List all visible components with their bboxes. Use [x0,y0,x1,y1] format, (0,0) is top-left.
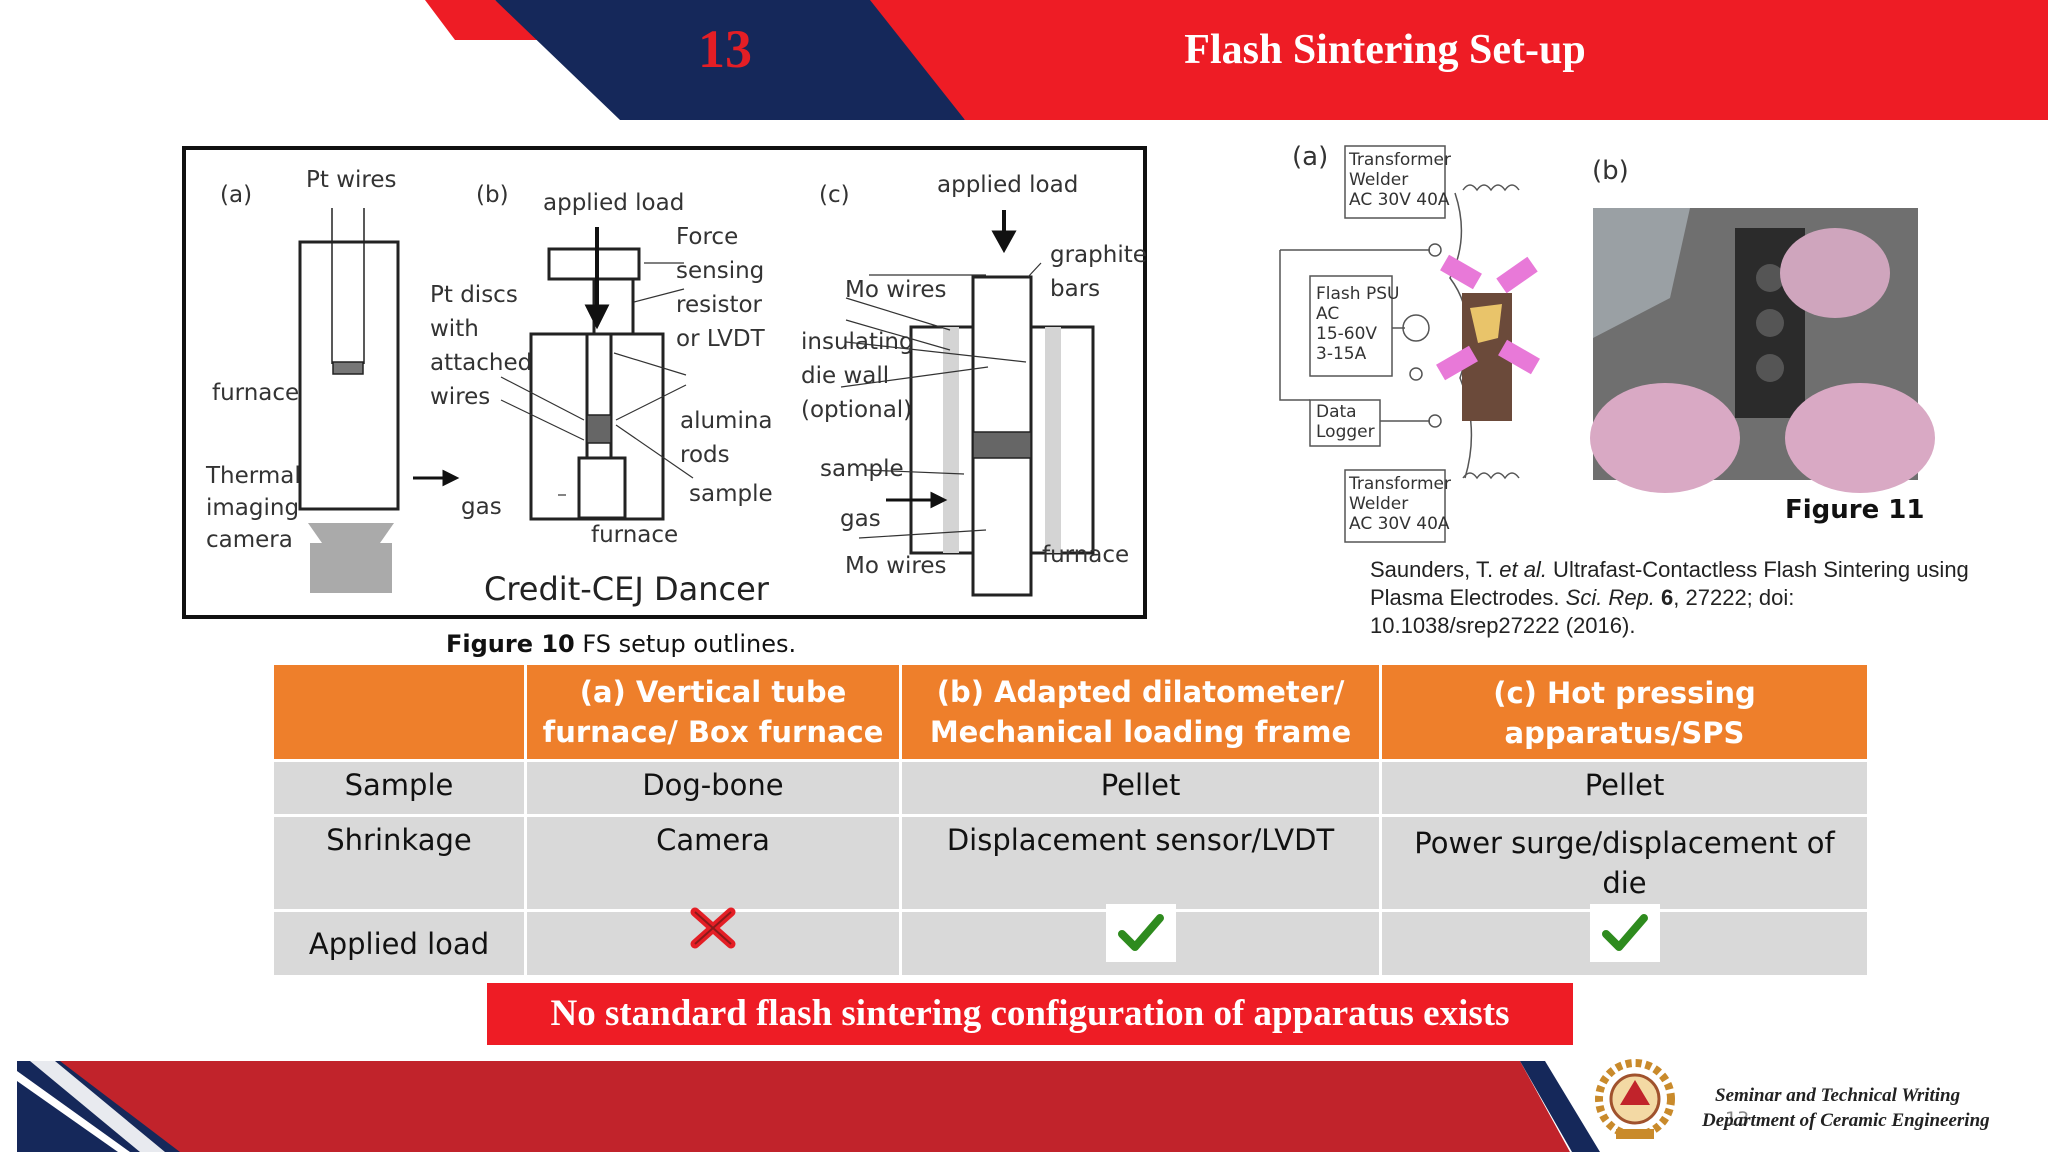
data-logger-label: Data Logger [1316,402,1375,442]
alumina-rods-label: alumina rods [680,408,773,468]
check-icon [1589,904,1660,962]
table-header-b: (b) Adapted dilatometer/ Mechanical load… [899,662,1382,762]
applied-load-label-c: applied load [937,172,1079,198]
row-label-shrinkage: Shrinkage [271,814,527,912]
graphite-bars-label: graphite bars [1050,242,1147,302]
applied-load-label-b: applied load [543,190,685,216]
table-row: Sample Dog-bone Pellet Pellet [271,759,1870,817]
mo-wires-bottom-label: Mo wires [845,553,947,579]
university-logo-icon [1595,1059,1675,1139]
figure-11: (a) (b) Transformer Welder AC 30V 40A Fl… [1270,138,1950,548]
figure-11-schematic [1279,145,1935,543]
transformer-top-label: Transformer Welder AC 30V 40A [1349,150,1452,210]
table-cell: Displacement sensor/LVDT [899,814,1382,912]
footer-department-name: Department of Ceramic Engineering [1702,1110,1990,1131]
pt-wires-label: Pt wires [306,167,397,193]
panel-b-label: (b) [476,182,509,208]
panel-c-label: (c) [819,182,850,208]
table-cell: Pellet [899,759,1382,817]
cross-icon [690,907,736,949]
sample-label-c: sample [820,456,904,482]
footer-background [17,1061,1600,1152]
row-label-applied-load: Applied load [271,909,527,978]
furnace-label-c: furnace [1042,542,1130,568]
table-header-c: (c) Hot pressing apparatus/SPS [1379,662,1870,762]
table-cell: Dog-bone [524,759,902,817]
pt-discs-label: Pt discs with attached wires [430,282,533,410]
table-row: Shrinkage Camera Displacement sensor/LVD… [271,814,1870,912]
conclusion-banner: No standard flash sintering configuratio… [487,983,1573,1045]
furnace-label-a: furnace [212,380,300,406]
gas-label-b: gas [461,494,502,520]
insulating-die-wall-label: insulating die wall (optional) [801,329,914,423]
table-cell [899,904,1382,978]
sample-label-b: sample [689,481,773,507]
thermal-camera-label: Thermal imaging camera [206,463,301,553]
table-header-row: (a) Vertical tube furnace/ Box furnace (… [271,662,1870,762]
gas-label-c: gas [840,506,881,532]
comparison-table: (a) Vertical tube furnace/ Box furnace (… [271,662,1870,978]
table-cell: Pellet [1379,759,1870,817]
panel-a-label: (a) [220,182,253,208]
footer-page-number: 13 [1725,1108,1750,1130]
figure-11-panel-b-label: (b) [1592,156,1629,186]
slide-title: Flash Sintering Set-up [1184,27,1586,73]
slide-number: 13 [698,19,752,79]
flash-psu-label: Flash PSU AC 15-60V 3-15A [1316,284,1400,364]
force-sensor-label: Force sensing resistor or LVDT [676,224,765,352]
footer-course-name: Seminar and Technical Writing [1715,1085,1961,1106]
figure-11-panel-a-label: (a) [1292,142,1329,172]
table-cell [1379,904,1870,978]
furnace-label-b: furnace [591,522,679,548]
figure-10-diagram: (a) Pt wires furnace Thermal imaging cam… [182,146,1147,619]
figure-11-label: Figure 11 [1785,495,1925,525]
figure-10-drawing [298,208,1095,597]
mo-wires-top-label: Mo wires [845,277,947,303]
table-cell [524,907,902,978]
table-header-empty [271,662,527,762]
citation: Saunders, T. et al. Ultrafast-Contactles… [1370,557,1969,638]
transformer-bottom-label: Transformer Welder AC 30V 40A [1349,474,1452,534]
row-label-sample: Sample [271,759,527,817]
table-row: Applied load [271,904,1870,978]
table-header-a: (a) Vertical tube furnace/ Box furnace [524,662,902,762]
table-cell: Camera [524,814,902,912]
header-background [425,0,2048,120]
figure-credit: Credit-CEJ Dancer [484,570,769,608]
figure-10-caption: Figure 10 FS setup outlines. [446,630,797,658]
table-cell: Power surge/displacement of die [1379,814,1870,912]
check-icon [1105,904,1176,962]
